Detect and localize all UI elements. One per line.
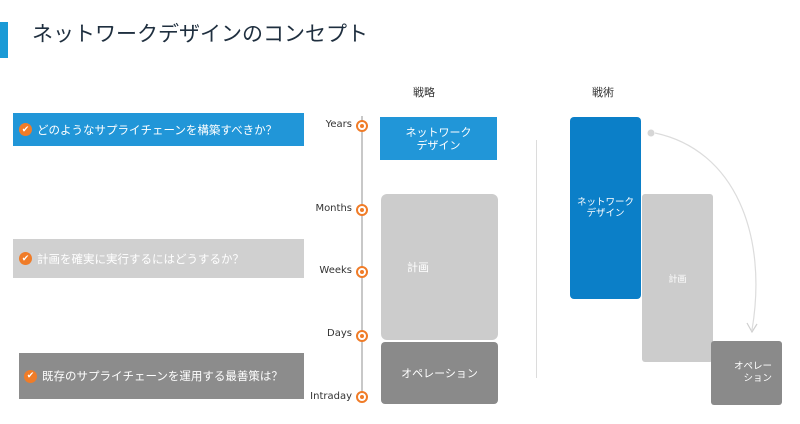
- tactics-box-operations: オペレー ション: [711, 341, 782, 405]
- check-icon: ✔: [19, 123, 32, 136]
- question-box-3: ✔ 既存のサプライチェーンを運用する最善策は？: [19, 353, 304, 399]
- column-divider: [536, 140, 537, 378]
- page-title: ネットワークデザインのコンセプト: [32, 22, 368, 46]
- timeline-label-intraday: Intraday: [310, 391, 352, 402]
- column-header-strategy: 戦略: [413, 86, 435, 99]
- strategy-box-network-design: ネットワーク デザイン: [380, 117, 497, 160]
- tactics-box-network-design: ネットワーク デザイン: [570, 117, 641, 299]
- question-box-2: ✔ 計画を確実に実行するにはどうするか？: [13, 239, 304, 278]
- title-accent-bar: [0, 22, 8, 58]
- tactics-box-planning: 計画: [642, 194, 713, 362]
- timeline-marker-months: [356, 204, 368, 216]
- strategy-box-operations: オペレーション: [381, 342, 498, 404]
- column-header-tactics: 戦術: [592, 86, 614, 99]
- question-text: 既存のサプライチェーンを運用する最善策は？: [42, 369, 283, 383]
- timeline-label-months: Months: [315, 203, 352, 214]
- check-icon: ✔: [19, 252, 32, 265]
- question-box-1: ✔ どのようなサプライチェーンを構築すべきか？: [13, 113, 304, 146]
- timeline-marker-years: [356, 120, 368, 132]
- timeline-label-years: Years: [325, 119, 352, 130]
- timeline-marker-intraday: [356, 391, 368, 403]
- timeline-label-weeks: Weeks: [319, 265, 352, 276]
- timeline-axis: [361, 116, 363, 400]
- timeline-label-days: Days: [327, 328, 352, 339]
- timeline-marker-weeks: [356, 266, 368, 278]
- timeline-marker-days: [356, 330, 368, 342]
- question-text: 計画を確実に実行するにはどうするか？: [37, 251, 244, 266]
- question-text: どのようなサプライチェーンを構築すべきか？: [37, 122, 278, 137]
- check-icon: ✔: [24, 369, 37, 383]
- strategy-box-planning: 計画: [381, 194, 498, 340]
- flow-connector-arrow: [647, 129, 758, 334]
